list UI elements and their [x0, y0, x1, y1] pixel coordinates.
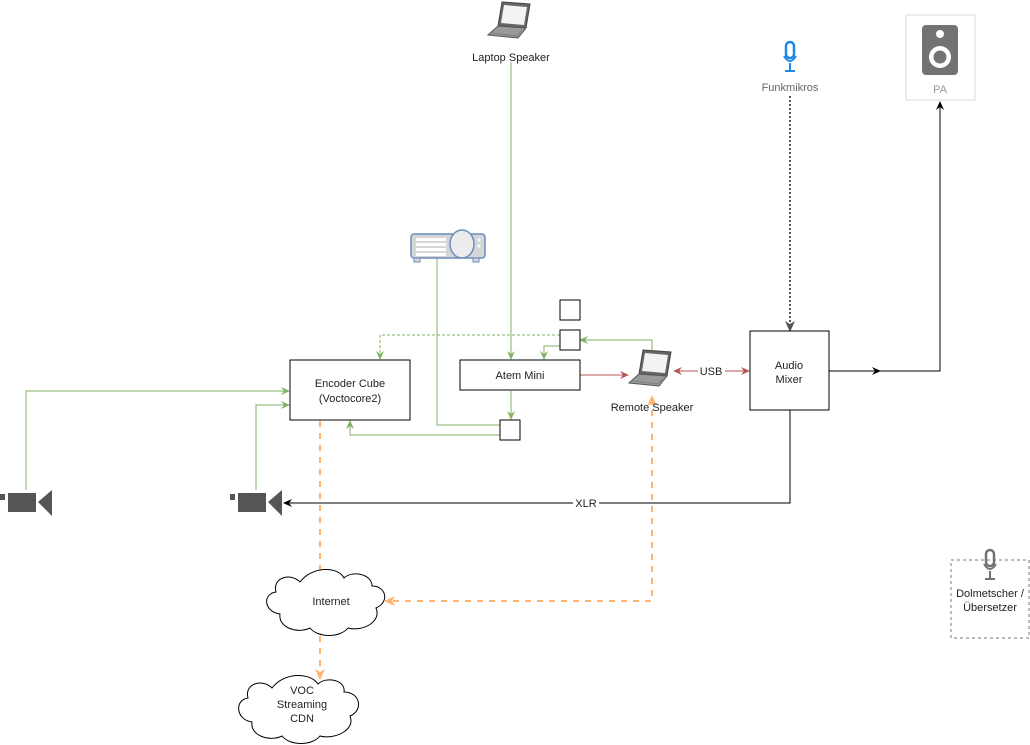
edge-camera2-to-encoder [255, 401, 290, 490]
node-remote-speaker[interactable]: Remote Speaker [611, 349, 694, 414]
node-funkmikros[interactable]: Funkmikros [762, 40, 819, 94]
cloud-icon [238, 675, 359, 744]
encoder-label-line1: Encoder Cube [315, 378, 385, 390]
edge-xlr [284, 410, 791, 504]
cloud-icon [266, 569, 386, 636]
edge-box-to-projector [436, 251, 500, 426]
edge-splitter-to-encoder [376, 334, 560, 360]
voc-cdn-label-line3: CDN [290, 713, 314, 725]
microphone-icon [983, 548, 997, 580]
splitter-box-top[interactable] [559, 299, 581, 321]
microphone-icon [783, 40, 797, 72]
node-projector[interactable] [410, 229, 486, 263]
laptop-speaker-label: Laptop Speaker [472, 52, 550, 64]
pa-label: PA [933, 84, 948, 96]
internet-label: Internet [312, 596, 349, 608]
speaker-icon [922, 25, 958, 75]
node-audio-mixer[interactable]: Audio Mixer [749, 330, 830, 411]
node-encoder-cube[interactable]: Encoder Cube (Voctocore2) [289, 359, 411, 421]
dolmetscher-label-line1: Dolmetscher / [956, 588, 1025, 600]
node-camera-1[interactable] [0, 490, 52, 516]
node-atem-mini[interactable]: Atem Mini [459, 359, 581, 391]
projector-icon [410, 229, 486, 263]
edge-camera1-to-encoder [25, 387, 290, 490]
audio-mixer-label-line2: Mixer [776, 374, 803, 386]
edge-box-to-encoder [346, 420, 500, 436]
node-camera-2[interactable] [230, 490, 282, 516]
voc-cdn-label-line2: Streaming [277, 699, 327, 711]
node-dolmetscher[interactable]: Dolmetscher / Übersetzer [950, 548, 1030, 639]
atem-label: Atem Mini [496, 370, 545, 382]
voc-cdn-label-line1: VOC [290, 685, 314, 697]
dolmetscher-label-line2: Übersetzer [963, 602, 1017, 614]
splitter-box-lower[interactable] [499, 419, 521, 441]
laptop-icon [486, 1, 531, 39]
edge-remote-to-splitter [579, 336, 653, 350]
node-voc-cdn[interactable]: VOC Streaming CDN [238, 675, 359, 744]
encoder-label-line2: (Voctocore2) [319, 393, 381, 405]
edge-mixer-to-pa [829, 101, 944, 372]
node-internet[interactable]: Internet [266, 569, 386, 636]
edge-splitter-to-atem [540, 345, 560, 360]
node-laptop-speaker[interactable]: Laptop Speaker [472, 1, 550, 64]
remote-speaker-label: Remote Speaker [611, 402, 694, 414]
xlr-edge-label: XLR [575, 498, 596, 510]
usb-edge-label: USB [700, 366, 723, 378]
splitter-box-middle[interactable] [559, 329, 581, 351]
video-camera-icon [0, 490, 52, 516]
node-pa[interactable]: PA [905, 14, 976, 101]
audio-mixer-label-line1: Audio [775, 360, 803, 372]
video-camera-icon [230, 490, 282, 516]
funkmikros-label: Funkmikros [762, 82, 819, 94]
laptop-icon [627, 349, 672, 387]
